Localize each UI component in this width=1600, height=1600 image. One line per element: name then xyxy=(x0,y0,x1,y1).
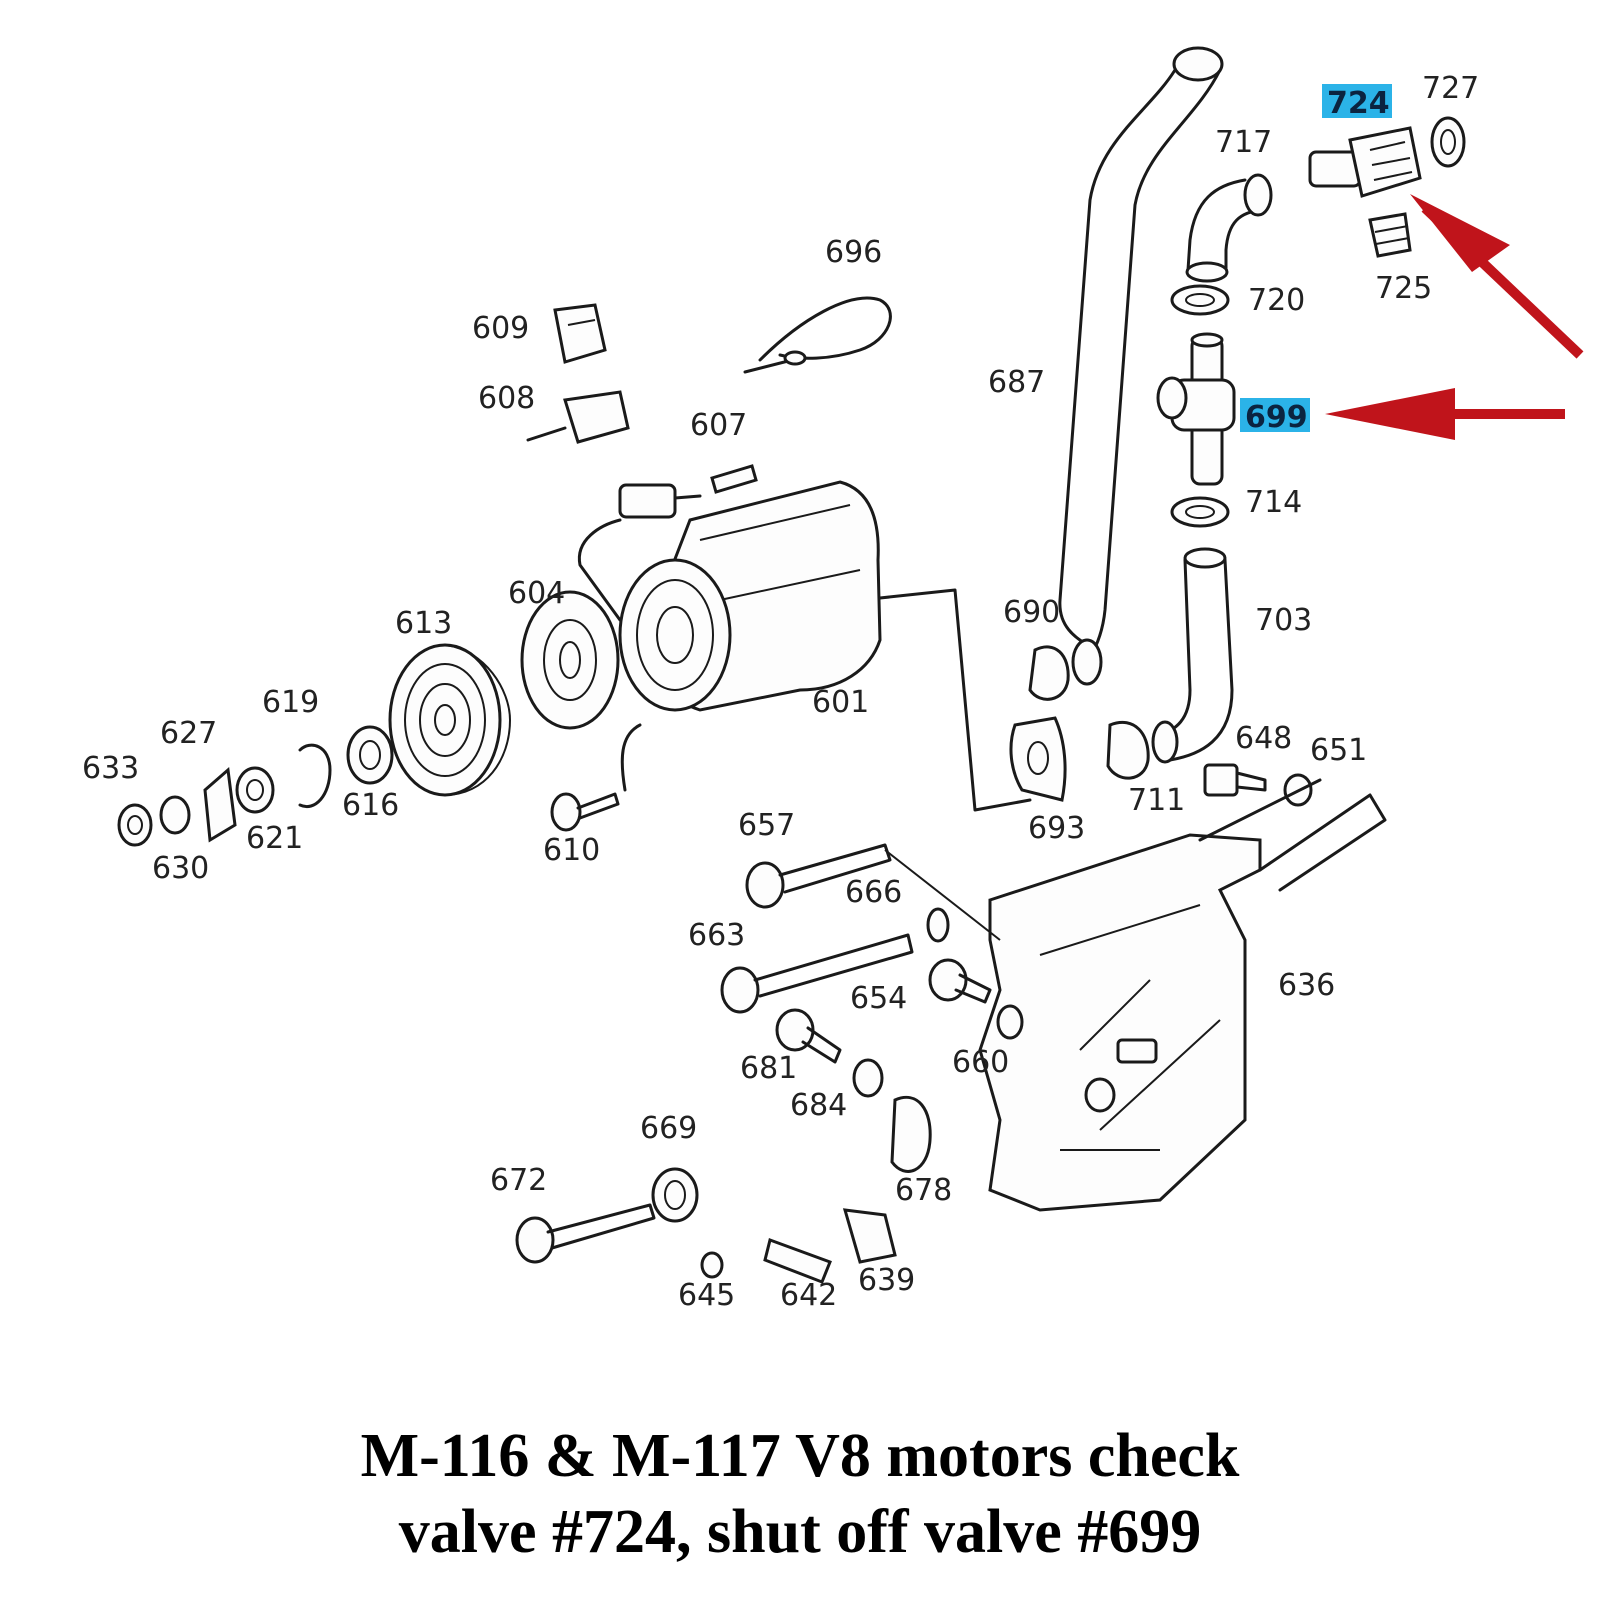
label-727: 727 xyxy=(1422,71,1479,106)
check-valve-724 xyxy=(1308,126,1422,198)
label-627: 627 xyxy=(160,716,217,751)
label-657: 657 xyxy=(738,808,795,843)
pulley-604 xyxy=(520,558,732,730)
fitting-725 xyxy=(1368,212,1412,258)
label-711: 711 xyxy=(1128,783,1185,818)
nut-633 xyxy=(117,803,153,847)
diagram-caption: M-116 & M-117 V8 motors check valve #724… xyxy=(0,1418,1600,1570)
arrow-to-699 xyxy=(1325,388,1565,440)
spacer-684 xyxy=(852,1058,884,1098)
label-699: 699 xyxy=(1245,400,1308,435)
clamp-720 xyxy=(1170,284,1230,316)
caption-line-2: valve #724, shut off valve #699 xyxy=(398,1498,1202,1566)
sensor-608 xyxy=(526,390,630,444)
bolt-663 xyxy=(720,933,914,1014)
bracket-636 xyxy=(978,778,1387,1212)
caption-line-1: M-116 & M-117 V8 motors check xyxy=(360,1422,1240,1490)
label-681: 681 xyxy=(740,1051,797,1086)
label-636: 636 xyxy=(1278,968,1335,1003)
shutoff-valve-699 xyxy=(1156,332,1236,486)
bolt-657 xyxy=(745,843,1001,941)
label-678: 678 xyxy=(895,1173,952,1208)
screw-645 xyxy=(700,1251,724,1279)
bolt-648 xyxy=(1203,763,1267,797)
hose-703 xyxy=(1151,547,1234,764)
label-619: 619 xyxy=(262,685,319,720)
label-651: 651 xyxy=(1310,733,1367,768)
sleeve-666 xyxy=(926,907,950,943)
highlight-699 xyxy=(1240,398,1310,432)
washer-660 xyxy=(996,1004,1024,1040)
label-672: 672 xyxy=(490,1163,547,1198)
label-609: 609 xyxy=(472,311,529,346)
nut-630 xyxy=(159,795,191,835)
washer-621 xyxy=(235,766,275,814)
label-645: 645 xyxy=(678,1278,735,1313)
label-633: 633 xyxy=(82,751,139,786)
label-724: 724 xyxy=(1327,86,1390,121)
label-690: 690 xyxy=(1003,595,1060,630)
label-663: 663 xyxy=(688,918,745,953)
label-717: 717 xyxy=(1215,125,1272,160)
bracket-627 xyxy=(203,767,237,843)
hose-717 xyxy=(1185,173,1273,283)
label-720: 720 xyxy=(1248,283,1305,318)
label-703: 703 xyxy=(1255,603,1312,638)
bolt-610 xyxy=(550,723,642,832)
label-666: 666 xyxy=(845,875,902,910)
label-687: 687 xyxy=(988,365,1045,400)
bolt-654 xyxy=(928,958,992,1004)
label-654: 654 xyxy=(850,981,907,1016)
label-607: 607 xyxy=(690,408,747,443)
clamp-678 xyxy=(890,1096,932,1173)
label-621: 621 xyxy=(246,821,303,856)
label-696: 696 xyxy=(825,235,882,270)
label-613: 613 xyxy=(395,606,452,641)
label-604: 604 xyxy=(508,576,565,611)
label-608: 608 xyxy=(478,381,535,416)
label-630: 630 xyxy=(152,851,209,886)
label-642: 642 xyxy=(780,1278,837,1313)
bolt-681 xyxy=(775,1008,842,1064)
spacer-616 xyxy=(346,725,394,785)
label-669: 669 xyxy=(640,1111,697,1146)
label-660: 660 xyxy=(952,1045,1009,1080)
clip-609 xyxy=(553,303,607,364)
mount-669 xyxy=(651,1167,699,1223)
bracket-639 xyxy=(842,1208,897,1264)
hose-687 xyxy=(1058,46,1224,686)
label-648: 648 xyxy=(1235,721,1292,756)
highlight-724 xyxy=(1322,84,1392,118)
snap-ring-619 xyxy=(298,743,332,808)
label-616: 616 xyxy=(342,788,399,823)
clamp-690 xyxy=(1028,645,1070,701)
label-639: 639 xyxy=(858,1263,915,1298)
seal-727 xyxy=(1430,116,1466,168)
label-610: 610 xyxy=(543,833,600,868)
label-693: 693 xyxy=(1028,811,1085,846)
strap-696 xyxy=(743,296,892,374)
clamp-711 xyxy=(1106,721,1150,780)
bolt-672 xyxy=(515,1203,656,1264)
parts-diagram: 724 727 717 725 696 609 608 607 687 720 … xyxy=(82,46,1584,1313)
label-684: 684 xyxy=(790,1088,847,1123)
label-714: 714 xyxy=(1245,485,1302,520)
arrow-to-724 xyxy=(1410,194,1584,359)
clamp-714 xyxy=(1170,496,1230,528)
clip-642 xyxy=(763,1238,832,1284)
gasket-693 xyxy=(1009,716,1067,802)
plug-607 xyxy=(710,464,758,494)
label-601: 601 xyxy=(812,685,869,720)
label-725: 725 xyxy=(1375,271,1432,306)
pulley-613 xyxy=(388,643,512,797)
